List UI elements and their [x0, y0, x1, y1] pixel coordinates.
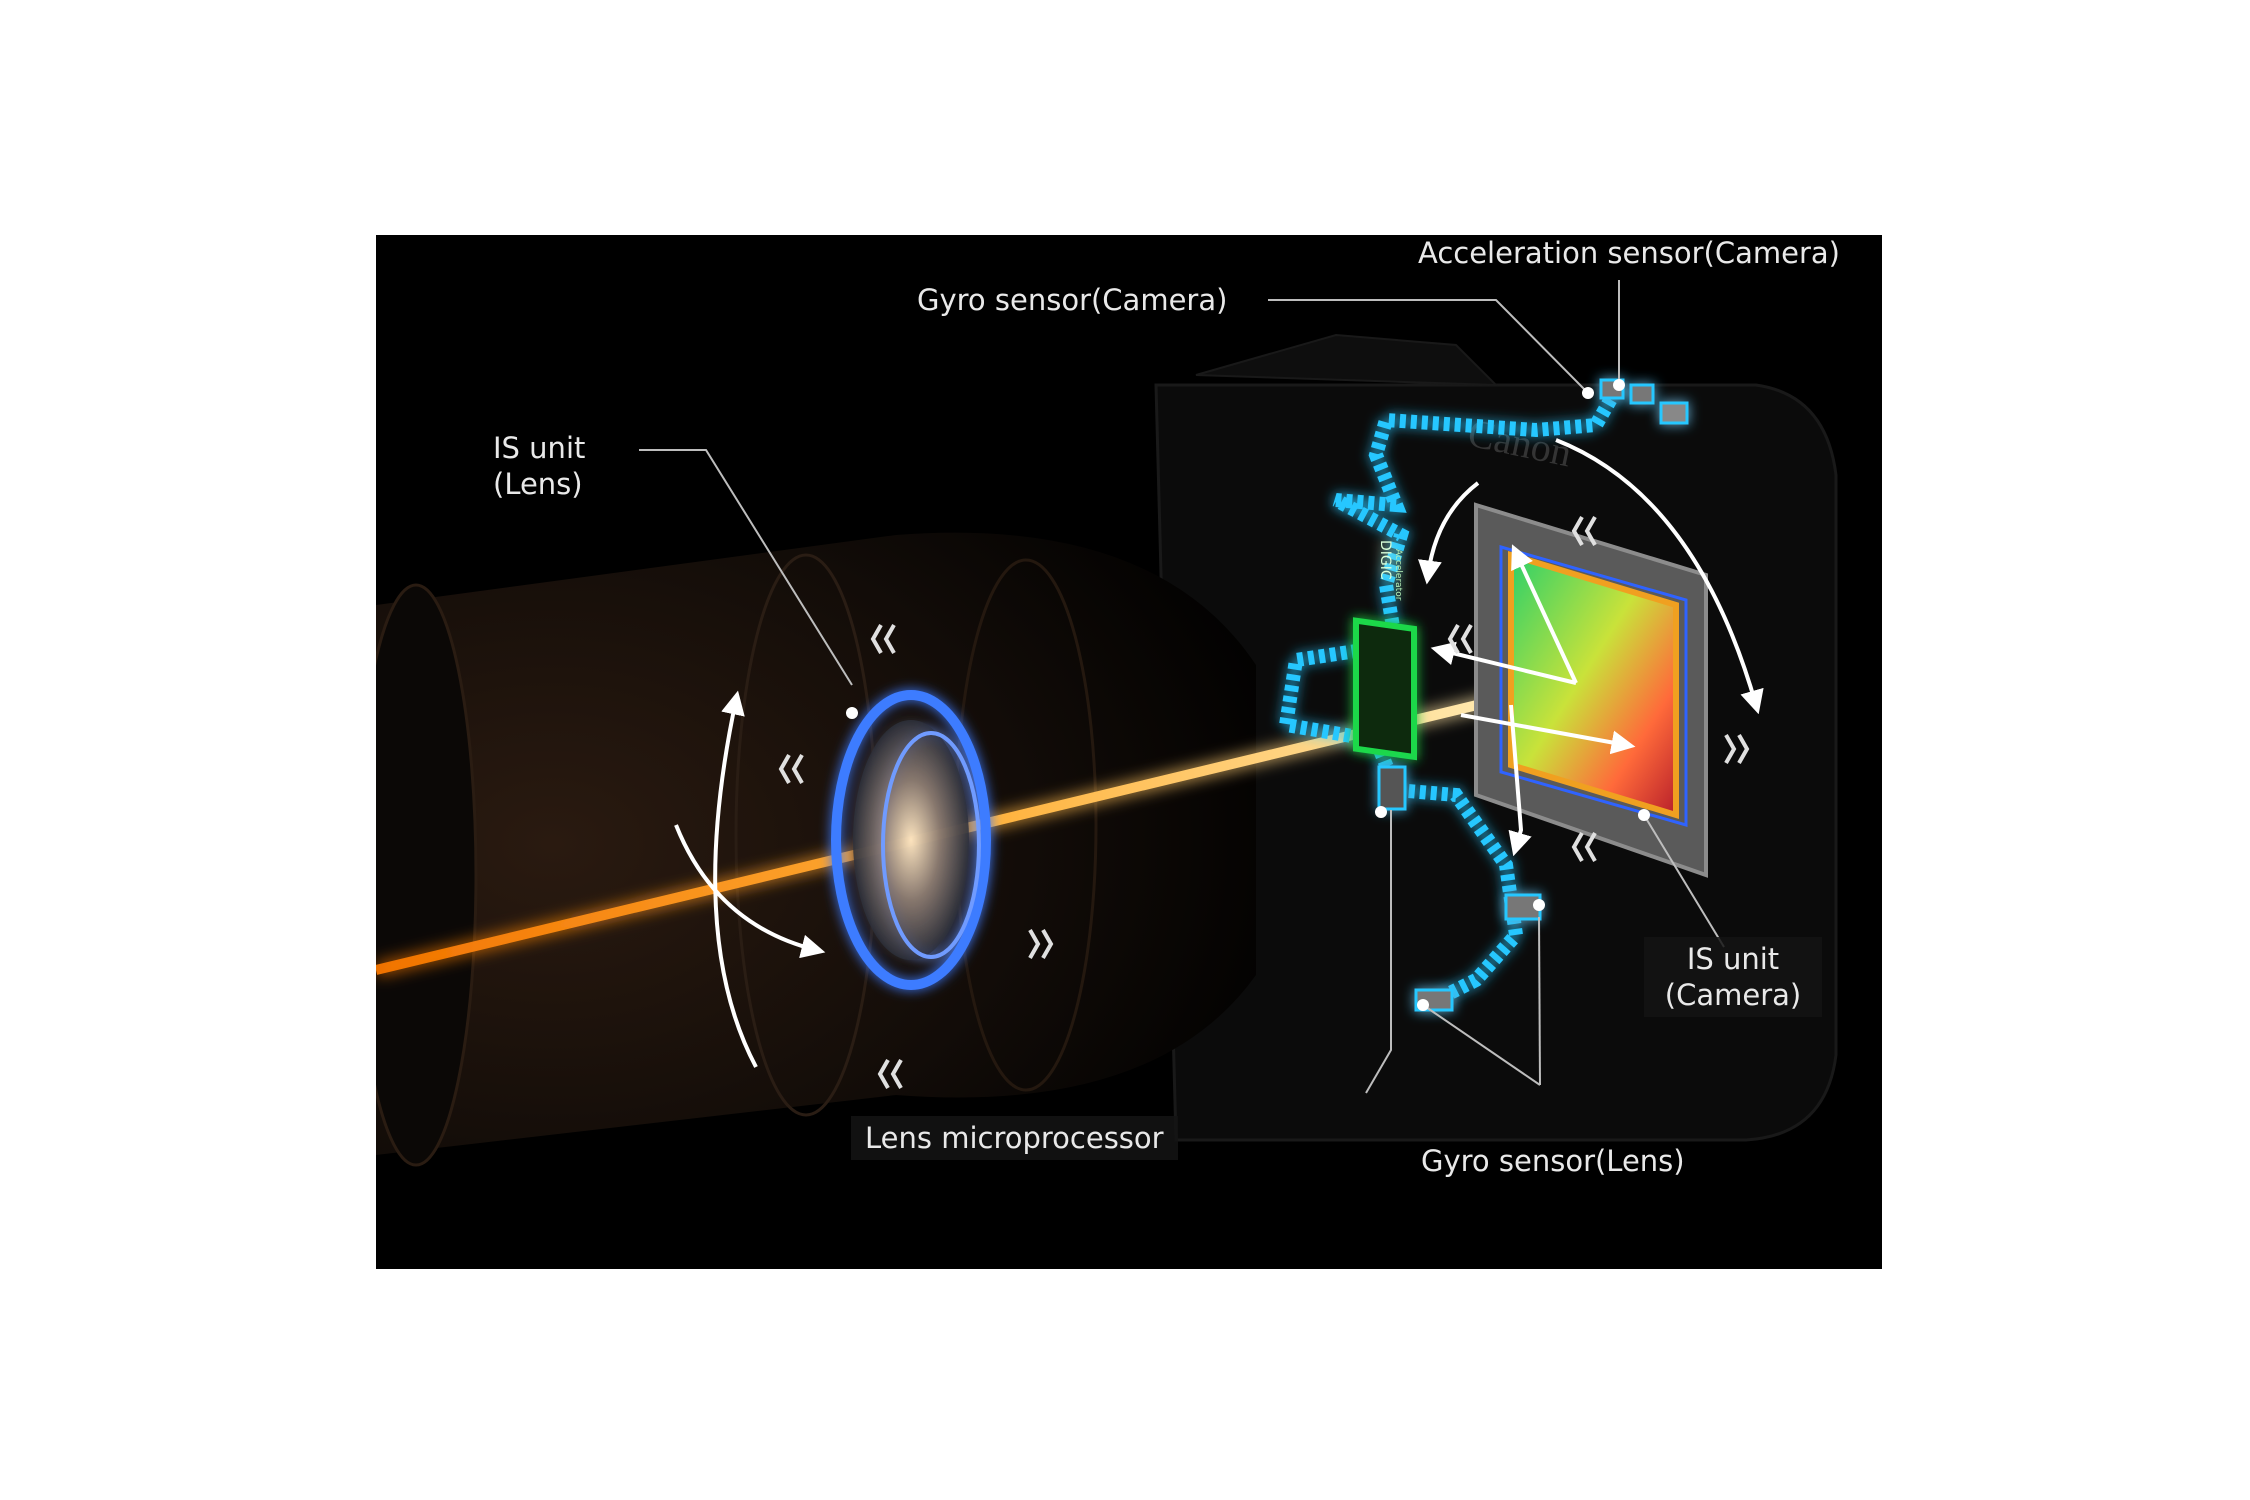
gyro-sensor-icon [1377, 765, 1542, 1012]
lens-barrel [376, 532, 1256, 1167]
motion-arrow-icon [674, 690, 826, 1068]
lens-is-unit-icon [831, 690, 991, 990]
sensor-motion-arrows [1418, 438, 1764, 857]
image-sensor-icon [1474, 502, 1708, 878]
leader-lines [639, 280, 1725, 1094]
diagram-panel: Canon [376, 235, 1882, 1269]
label-is-unit-lens-line2: (Lens) [493, 467, 583, 501]
label-acceleration-sensor-camera: Acceleration sensor(Camera) [1418, 236, 1840, 270]
chevron-arrows [778, 624, 1054, 1089]
sensor-chevrons [1447, 516, 1750, 862]
chip-brand-text: DIGIC [1377, 540, 1393, 580]
leader-dots [846, 379, 1650, 1011]
chip-sub-text: Accelerator [1393, 549, 1403, 601]
processor-chip-icon: DIGIC Accelerator [1353, 540, 1417, 761]
label-is-unit-camera-line2: (Camera) [1664, 978, 1802, 1012]
diagram-illustration: Canon [376, 280, 1838, 1167]
label-gyro-sensor-lens: Gyro sensor(Lens) [1421, 1144, 1685, 1178]
label-gyro-sensor-camera: Gyro sensor(Camera) [917, 283, 1228, 317]
label-is-unit-lens-line1: IS unit [493, 431, 586, 465]
label-is-unit-camera: IS unit (Camera) [1644, 937, 1822, 1017]
label-is-unit-camera-line1: IS unit [1686, 942, 1780, 976]
label-lens-microprocessor: Lens microprocessor [851, 1116, 1178, 1160]
